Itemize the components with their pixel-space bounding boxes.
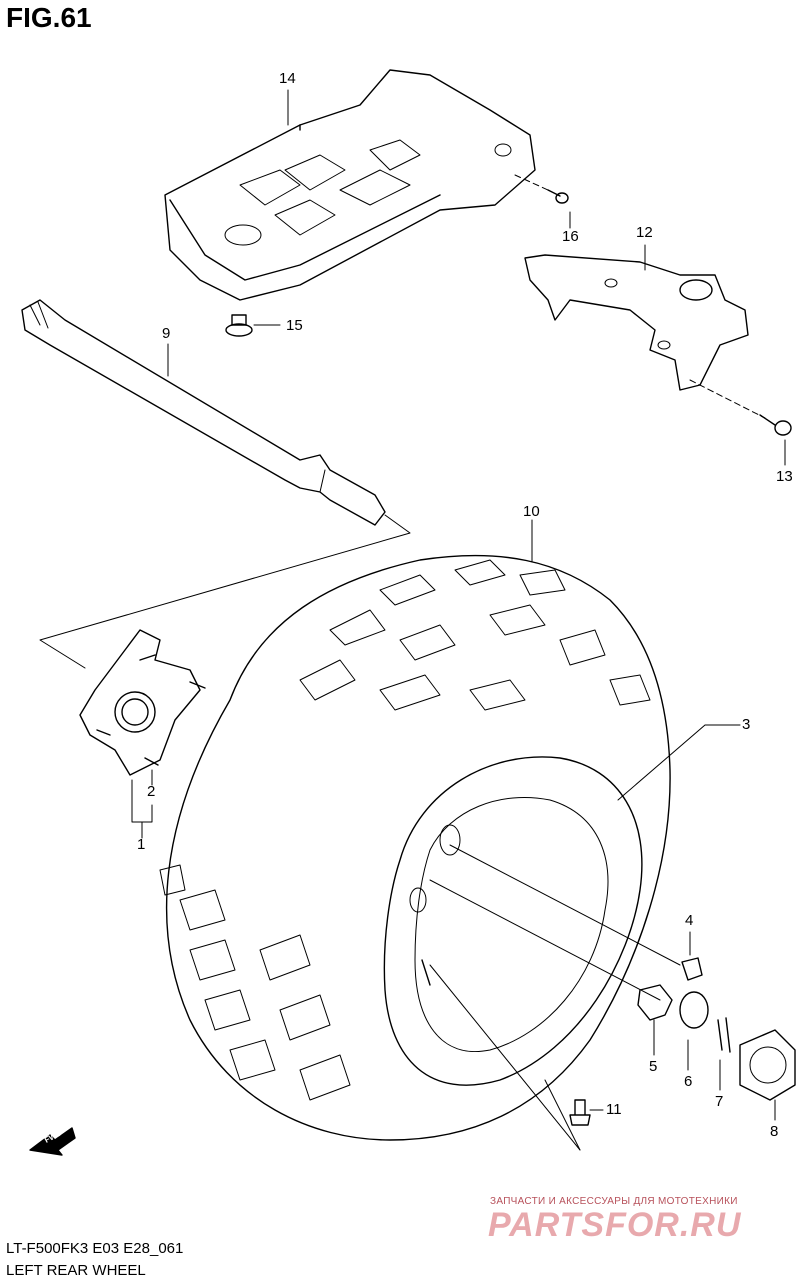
callout-11: 11 — [606, 1101, 622, 1118]
callout-15: 15 — [286, 317, 303, 334]
tire-part — [159, 554, 671, 1141]
bolt-16-part — [514, 174, 569, 204]
spacer-4-part — [681, 957, 703, 981]
callout-4: 4 — [685, 912, 694, 929]
fwd-arrow-icon — [29, 1127, 76, 1156]
washer-5-part — [637, 984, 673, 1021]
skid-plate-part — [164, 69, 536, 301]
stud-15-part — [225, 314, 253, 337]
wheel-hub-part — [79, 629, 206, 776]
castle-nut-6-part — [679, 991, 709, 1029]
hub-cap-8-part — [739, 1029, 796, 1101]
callout-2: 2 — [147, 783, 156, 800]
figure-caption: LEFT REAR WHEEL — [6, 1262, 146, 1279]
figure-title: FIG.61 — [6, 2, 92, 33]
callout-1: 1 — [137, 836, 146, 853]
watermark-tagline: ЗАПЧАСТИ И АКСЕССУАРЫ ДЛЯ МОТОТЕХНИКИ — [490, 1196, 738, 1207]
wheel-rim-part — [383, 756, 643, 1086]
callout-12: 12 — [636, 224, 653, 241]
callout-5: 5 — [649, 1058, 658, 1075]
figure-code: LT-F500FK3 E03 E28_061 — [6, 1240, 184, 1257]
callout-10: 10 — [523, 503, 540, 520]
watermark-brand: PARTSFOR.RU — [488, 1206, 742, 1244]
callout-14: 14 — [279, 70, 296, 87]
callout-9: 9 — [162, 325, 171, 342]
callout-3: 3 — [742, 716, 751, 733]
callout-8: 8 — [770, 1123, 779, 1140]
bracket-12-part — [524, 254, 749, 391]
bolt-13-part — [689, 379, 792, 436]
cotter-pin-7-part — [717, 1017, 731, 1053]
valve-11-part — [569, 1099, 591, 1126]
callout-6: 6 — [684, 1073, 693, 1090]
callout-7: 7 — [715, 1093, 724, 1110]
callout-16: 16 — [562, 228, 579, 245]
axle-shaft-part — [21, 299, 386, 526]
callout-13: 13 — [776, 468, 793, 485]
